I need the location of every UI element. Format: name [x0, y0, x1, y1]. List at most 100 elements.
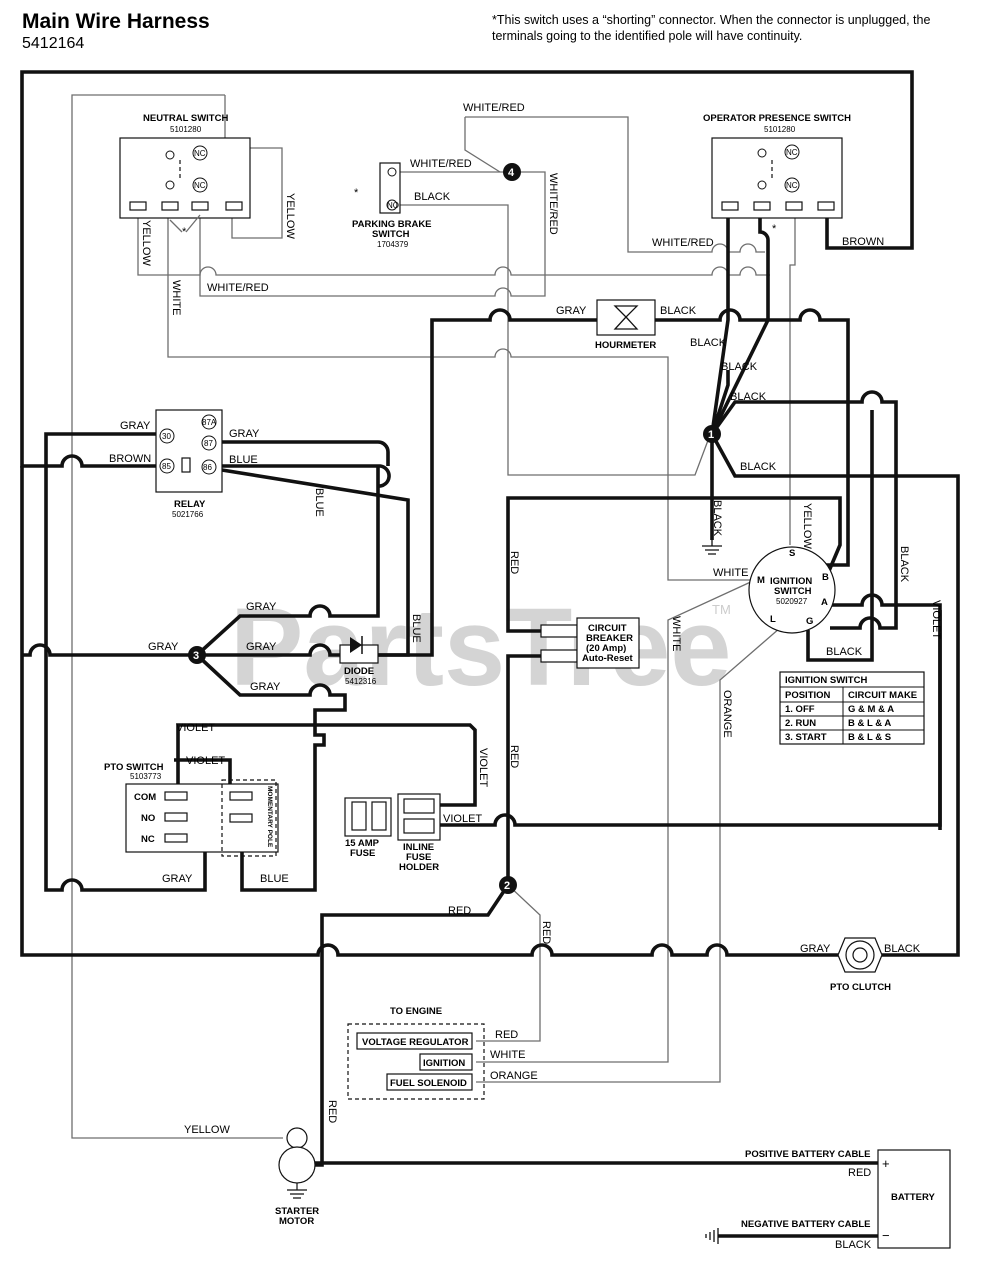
wire-label: VIOLET: [186, 755, 225, 767]
node-3: 3: [188, 646, 206, 664]
parking-brake-label-1: PARKING BRAKE: [352, 219, 432, 230]
nc-label-1: NC: [194, 149, 206, 158]
diode: DIODE 5412316: [339, 636, 379, 686]
wire-label: BLACK: [740, 461, 777, 473]
breaker-l3: (20 Amp): [586, 643, 626, 654]
wire-label: WHITE: [670, 616, 682, 651]
diagram-part-number: 5412164: [22, 35, 85, 52]
neutral-switch-label: NEUTRAL SWITCH: [143, 113, 228, 124]
wire-label: BLUE: [260, 873, 289, 885]
wire-labels: WHITE/RED WHITE/RED BLACK WHITE/RED BROW…: [109, 102, 942, 1251]
table-row-off-pos: 1. OFF: [785, 704, 815, 715]
wire-label: GRAY: [246, 641, 277, 653]
table-row-start-make: B & L & S: [848, 732, 891, 743]
node-1-label: 1: [708, 429, 714, 441]
neutral-switch-star: *: [182, 226, 187, 238]
wire-label: BROWN: [842, 236, 884, 248]
nc-label-4: NC: [786, 181, 798, 190]
relay: 30 87A 87 85 86 RELAY 5021766: [155, 409, 223, 519]
thick-wires: [20, 70, 960, 1238]
ign-terminal-a: A: [821, 597, 828, 608]
engine-fuel-solenoid: FUEL SOLENOID: [390, 1078, 467, 1089]
hourmeter: HOURMETER: [595, 299, 656, 351]
wire-label: RED: [848, 1167, 871, 1179]
no-label-pb: NO: [387, 201, 399, 210]
positive-cable-label: POSITIVE BATTERY CABLE: [745, 1149, 870, 1160]
pto-momentary-pole: MOMENTARY POLE: [266, 786, 273, 848]
fuse-holder-l3: HOLDER: [399, 862, 439, 873]
wire-label: YELLOW: [140, 220, 152, 266]
pto-nc: NC: [141, 834, 155, 845]
table-row-run-pos: 2. RUN: [785, 718, 816, 729]
wire-label: GRAY: [800, 943, 831, 955]
wire-label: BLACK: [835, 1239, 872, 1251]
watermark-tm: TM: [712, 602, 731, 617]
starter-label-1: STARTER: [275, 1206, 319, 1217]
table-row-off-make: G & M & A: [848, 704, 894, 715]
wire-label: BLACK: [826, 646, 863, 658]
watermark: PartsTree: [230, 586, 731, 709]
wire-label: RED: [508, 551, 520, 574]
wire-label: RED: [326, 1100, 338, 1123]
fuse-holder-l2: FUSE: [406, 852, 431, 863]
wire-label: BLUE: [229, 454, 258, 466]
shorting-connector-note: *This switch uses a “shorting” connector…: [492, 13, 931, 43]
engine-title: TO ENGINE: [390, 1006, 442, 1017]
breaker-l1: CIRCUIT: [588, 623, 627, 634]
relay-pin-86: 86: [203, 463, 212, 472]
node-3-label: 3: [193, 650, 199, 662]
wire-label: VIOLET: [477, 748, 489, 787]
wire-label: RED: [448, 905, 471, 917]
wire-label: RED: [540, 921, 552, 944]
engine-voltage-regulator: VOLTAGE REGULATOR: [362, 1037, 469, 1048]
wire-label: WHITE/RED: [410, 158, 472, 170]
wire-label: GRAY: [120, 420, 151, 432]
wire-label: BLUE: [313, 488, 325, 517]
table-header-circuit: CIRCUIT MAKE: [848, 690, 917, 701]
fuse-assembly: 15 AMP FUSE INLINE FUSE HOLDER: [344, 793, 441, 873]
ign-terminal-s: S: [789, 548, 795, 559]
pto-switch-part: 5103773: [130, 772, 162, 781]
table-header-position: POSITION: [785, 690, 831, 701]
fuse-l2: FUSE: [350, 848, 375, 859]
relay-pin-87a: 87A: [202, 418, 217, 427]
wire-label: GRAY: [246, 601, 277, 613]
node-4: 4: [503, 163, 521, 181]
breaker-l2: BREAKER: [586, 633, 633, 644]
pto-com: COM: [134, 792, 156, 803]
relay-part: 5021766: [172, 510, 204, 519]
relay-pin-85: 85: [162, 462, 171, 471]
node-1: 1: [703, 425, 721, 443]
wire-label: YELLOW: [184, 1124, 230, 1136]
wire-label: BLACK: [721, 361, 758, 373]
pto-clutch: PTO CLUTCH: [830, 937, 891, 993]
wire-label: YELLOW: [284, 193, 296, 239]
wire-label: VIOLET: [443, 813, 482, 825]
ground-symbol: [702, 540, 722, 555]
ignition-part: 5020927: [776, 597, 808, 606]
wire-label: BLACK: [690, 337, 727, 349]
wire-label: BLACK: [414, 191, 451, 203]
wire-label: BLACK: [711, 500, 723, 537]
wire-label: ORANGE: [721, 690, 733, 738]
wire-label: WHITE/RED: [547, 173, 559, 235]
starter-label-2: MOTOR: [279, 1216, 314, 1227]
relay-pin-87: 87: [204, 439, 213, 448]
relay-label: RELAY: [174, 499, 206, 510]
ign-terminal-l: L: [770, 614, 776, 625]
wire-label: GRAY: [250, 681, 281, 693]
diode-label: DIODE: [344, 666, 374, 677]
circuit-breaker: CIRCUIT BREAKER (20 Amp) Auto-Reset: [540, 617, 640, 669]
ignition-label-1: IGNITION: [770, 576, 812, 587]
wire-label: BROWN: [109, 453, 151, 465]
neutral-switch: NC NC * NEUTRAL SWITCH 5101280: [119, 113, 251, 238]
pto-no: NO: [141, 813, 155, 824]
negative-cable-label: NEGATIVE BATTERY CABLE: [741, 1219, 871, 1230]
wire-label: WHITE/RED: [207, 282, 269, 294]
wire-label: YELLOW: [801, 503, 813, 549]
parking-brake-switch: NO * PARKING BRAKE SWITCH 1704379: [352, 162, 432, 249]
battery-plus: +: [882, 1156, 890, 1171]
ignition-switch-table: IGNITION SWITCH POSITION CIRCUIT MAKE 1.…: [779, 671, 925, 745]
wire-label: GRAY: [162, 873, 193, 885]
